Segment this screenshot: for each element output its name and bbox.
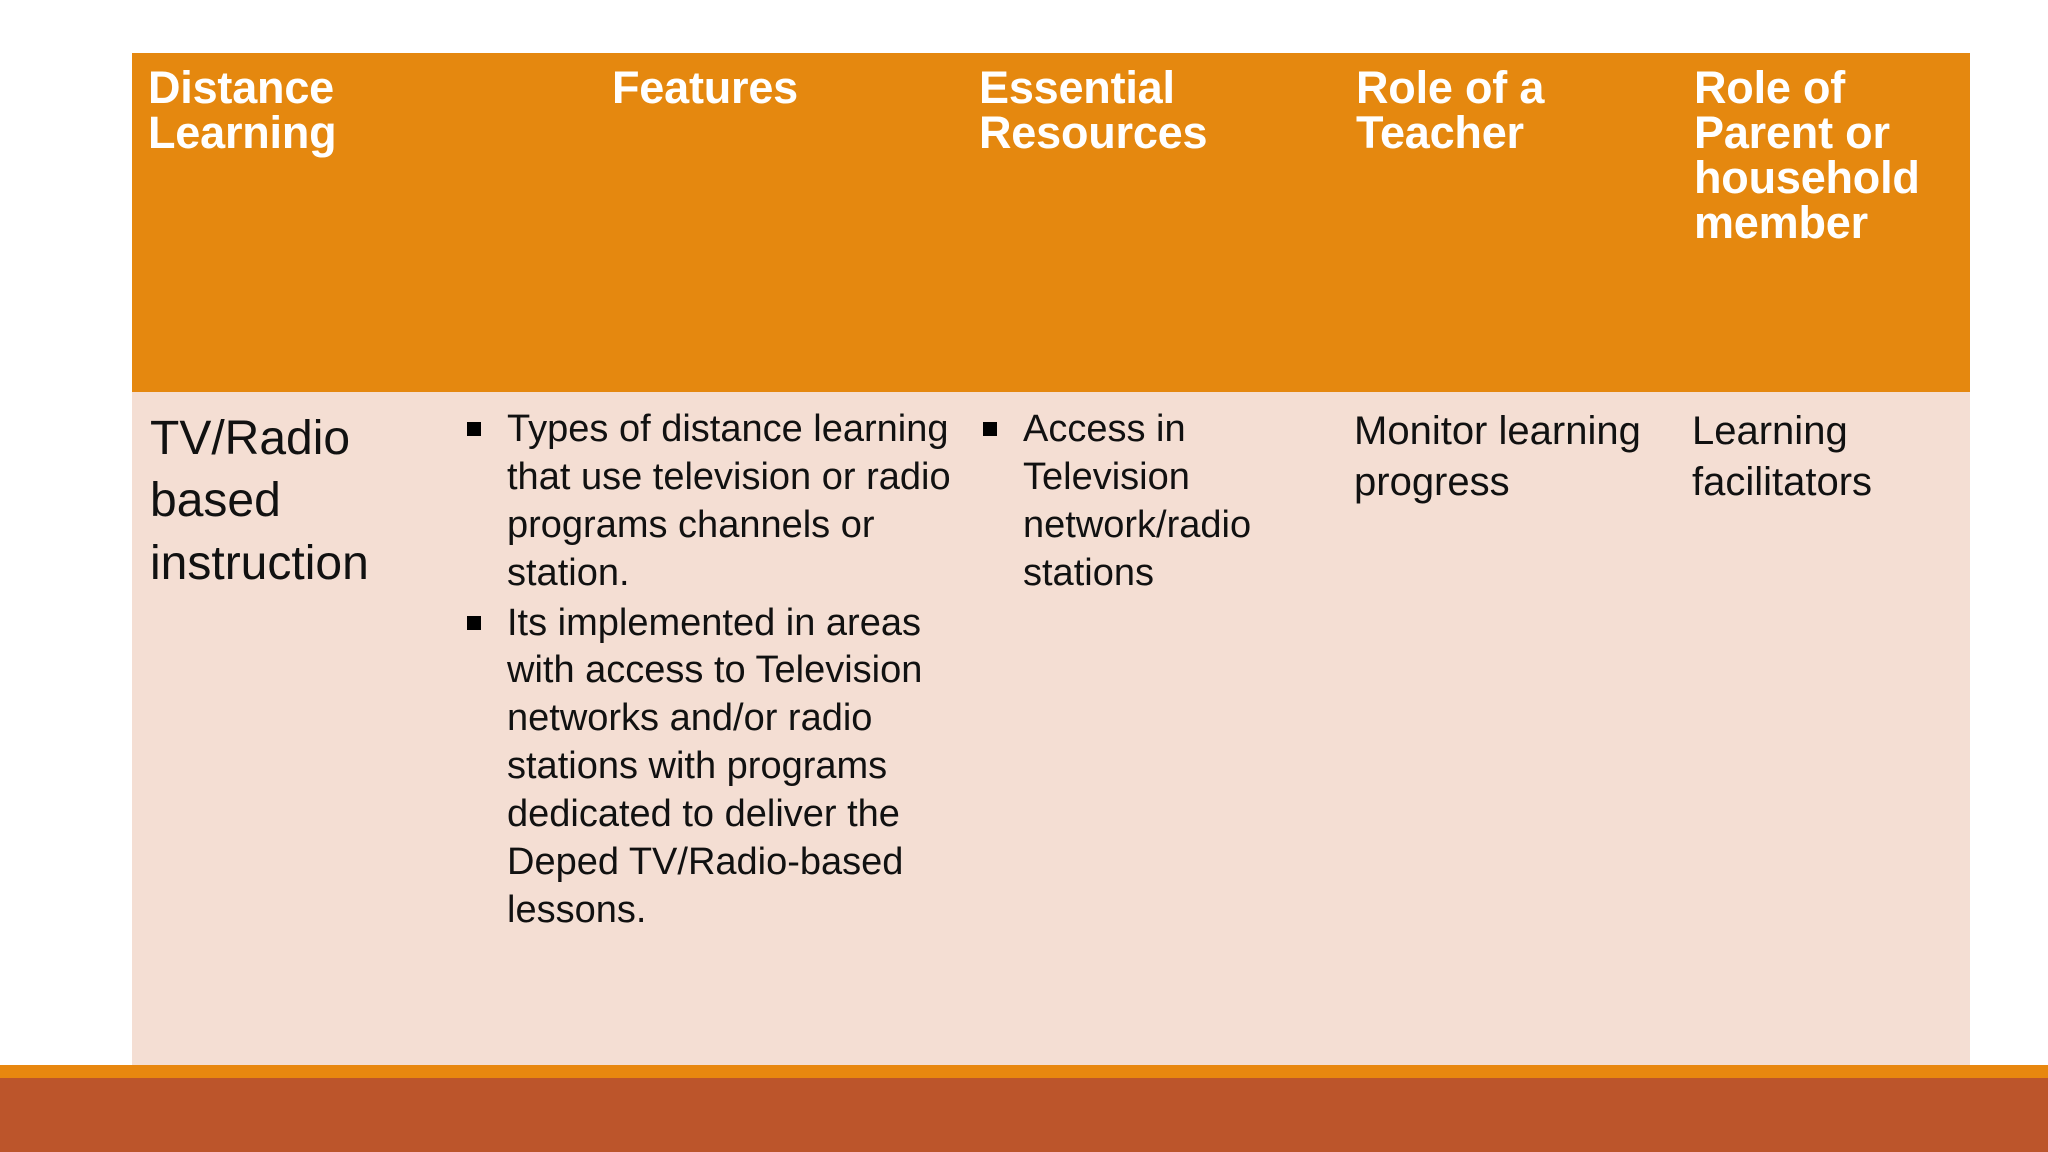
column-header-essential-resources: Essential Resources (963, 53, 1340, 392)
column-header-role-of-teacher-label: Role of a Teacher (1356, 62, 1545, 158)
role-of-teacher-text: Monitor learning progress (1354, 409, 1641, 505)
square-bullet-icon (467, 422, 481, 436)
column-header-features-label: Features (612, 62, 798, 113)
list-item: Access in Television network/radio stati… (977, 406, 1330, 598)
table-header: Distance Learning Features Essential Res… (132, 53, 1970, 392)
essential-resources-bullet-list: Access in Television network/radio stati… (977, 406, 1330, 598)
column-header-essential-resources-label: Essential Resources (979, 62, 1208, 158)
column-header-distance-learning-label: Distance Learning (148, 62, 337, 158)
role-of-parent-text: Learning facilitators (1692, 409, 1873, 505)
essential-resources-content: Access in Television network/radio stati… (963, 392, 1340, 598)
table-row: TV/Radio based instruction Types of dist… (132, 392, 1970, 1070)
header-row: Distance Learning Features Essential Res… (132, 53, 1970, 392)
list-item-text: Its implemented in areas with access to … (507, 601, 923, 931)
square-bullet-icon (983, 422, 997, 436)
cell-role-of-teacher: Monitor learning progress (1340, 392, 1678, 1070)
bottom-footer-bar (0, 1078, 2048, 1152)
cell-role-of-parent: Learning facilitators (1678, 392, 1970, 1070)
list-item: Its implemented in areas with access to … (461, 600, 953, 935)
list-item-text: Types of distance learning that use tele… (507, 408, 951, 594)
cell-essential-resources: Access in Television network/radio stati… (963, 392, 1340, 1070)
features-bullet-list: Types of distance learning that use tele… (461, 406, 953, 935)
column-header-distance-learning: Distance Learning (132, 53, 447, 392)
column-header-role-of-parent: Role of Parent or household member (1678, 53, 1970, 392)
column-header-role-of-teacher: Role of a Teacher (1340, 53, 1678, 392)
bottom-accent-strip (0, 1065, 2048, 1078)
column-header-role-of-parent-label: Role of Parent or household member (1694, 62, 1920, 248)
square-bullet-icon (467, 615, 481, 630)
distance-learning-comparison-table: Distance Learning Features Essential Res… (132, 53, 1970, 1070)
cell-features: Types of distance learning that use tele… (447, 392, 963, 1070)
table-body: TV/Radio based instruction Types of dist… (132, 392, 1970, 1070)
modality-text: TV/Radio based instruction (150, 412, 369, 590)
features-content: Types of distance learning that use tele… (447, 392, 963, 935)
list-item: Types of distance learning that use tele… (461, 406, 953, 598)
cell-modality: TV/Radio based instruction (132, 392, 447, 1070)
list-item-text: Access in Television network/radio stati… (1023, 408, 1252, 594)
column-header-features: Features (447, 53, 963, 392)
